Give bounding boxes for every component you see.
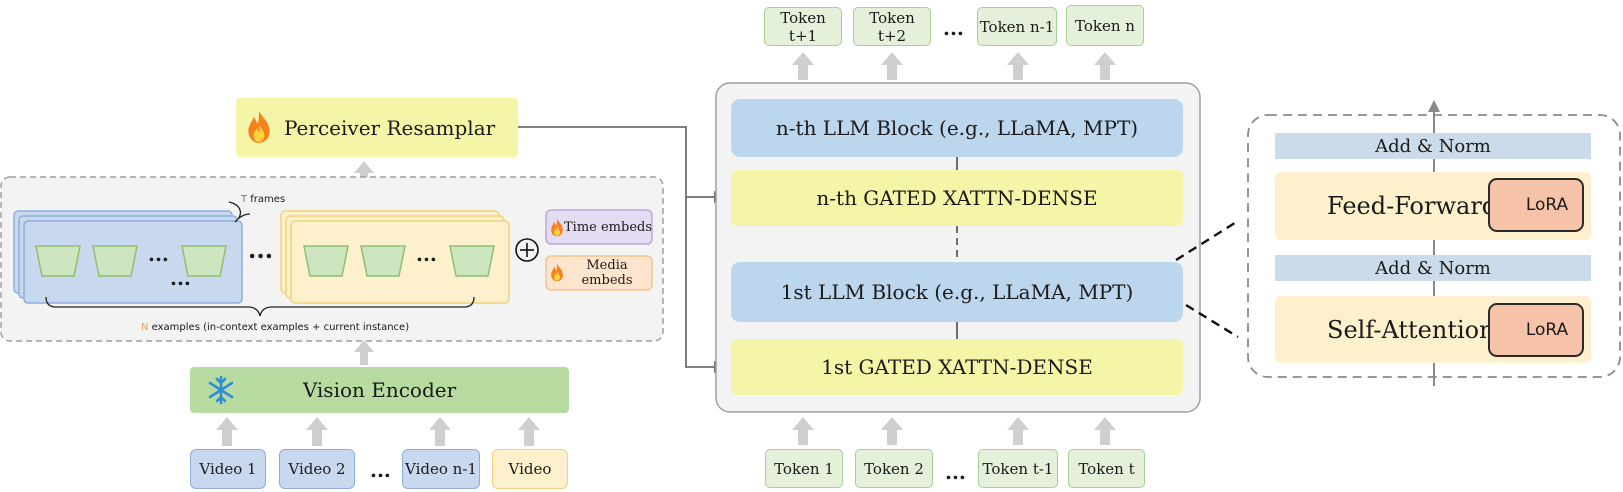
token-box-t-plus-2: Token t+2 xyxy=(853,7,931,46)
token-box-n: Token n xyxy=(1066,5,1144,46)
ffwd-lora-box: LoRA xyxy=(1488,178,1584,232)
vision-encoder-box xyxy=(190,367,569,413)
video-frame-stack-yellow xyxy=(280,210,510,304)
snowflake-icon xyxy=(208,375,234,405)
frames-brace xyxy=(228,201,251,223)
token-top-ellipsis: ... xyxy=(943,16,964,40)
arrows-token-out xyxy=(792,52,1116,80)
stack-ellipsis: ... xyxy=(248,235,274,264)
examples-annotation: N examples (in-context examples + curren… xyxy=(141,322,409,333)
frames-text: frames xyxy=(247,194,286,205)
video-frame-stack-blue xyxy=(13,210,243,304)
token-bottom-ellipsis: ... xyxy=(945,460,966,484)
perceiver-label: Perceiver Resamplar xyxy=(284,115,496,140)
media-embeds-box xyxy=(545,255,653,291)
token-box-2: Token 2 xyxy=(855,449,933,488)
frame-ellipsis-2: ... xyxy=(170,266,191,290)
first-llm-block: 1st LLM Block (e.g., LLaMA, MPT) xyxy=(731,262,1183,322)
examples-brace xyxy=(45,296,475,317)
perceiver-box xyxy=(236,98,518,157)
add-norm-top: Add & Norm xyxy=(1275,133,1591,159)
media-embeds-label: Media embeds xyxy=(581,258,633,288)
time-embeds-box xyxy=(545,209,653,245)
token-box-1: Token 1 xyxy=(765,449,843,488)
zoom-lines xyxy=(1175,219,1239,339)
residual-arrowhead xyxy=(1428,100,1440,112)
video-ellipsis: ... xyxy=(370,458,391,482)
video-box-n-1: Video n-1 xyxy=(402,449,480,489)
selfattn-lora-box: LoRA xyxy=(1488,303,1584,357)
examples-text: examples (in-context examples + current … xyxy=(148,322,410,333)
video-box-1: Video 1 xyxy=(190,449,266,489)
nth-llm-block: n-th LLM Block (e.g., LLaMA, MPT) xyxy=(731,99,1183,157)
perceiver-connectors xyxy=(518,126,716,368)
arrows-token-in xyxy=(792,417,1116,445)
token-box-t-plus-1: Token t+1 xyxy=(764,7,842,46)
token-box-t-1: Token t-1 xyxy=(978,449,1058,488)
plus-circle-icon xyxy=(515,238,539,262)
vision-encoder-label: Vision Encoder xyxy=(302,378,457,402)
first-gated-xattn-dense: 1st GATED XATTN-DENSE xyxy=(731,339,1183,395)
video-box-2: Video 2 xyxy=(279,449,355,489)
frame-ellipsis-3: ... xyxy=(416,242,437,266)
frames-var: T xyxy=(241,194,248,205)
add-norm-bottom: Add & Norm xyxy=(1275,255,1591,281)
token-box-n-1: Token n-1 xyxy=(977,7,1057,46)
time-embeds-label: Time embeds xyxy=(564,219,653,235)
token-box-t: Token t xyxy=(1068,449,1145,488)
video-box-current: Video xyxy=(492,449,568,489)
frames-annotation: T frames xyxy=(241,194,285,205)
nth-gated-xattn-dense: n-th GATED XATTN-DENSE xyxy=(731,170,1183,226)
examples-var: N xyxy=(141,322,149,333)
frame-ellipsis: ... xyxy=(148,242,169,266)
llm-container xyxy=(715,82,1201,413)
